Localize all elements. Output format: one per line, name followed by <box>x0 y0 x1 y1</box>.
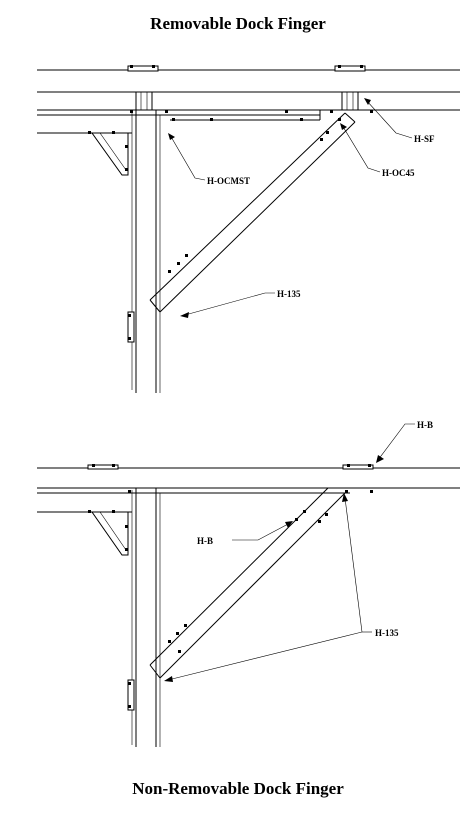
label-h-135-top: H-135 <box>277 289 301 299</box>
label-h-ocmst: H-OCMST <box>207 176 250 186</box>
label-h-b-top: H-B <box>417 420 433 430</box>
label-h-oc45: H-OC45 <box>382 168 415 178</box>
title-non-removable: Non-Removable Dock Finger <box>132 779 344 798</box>
title-removable: Removable Dock Finger <box>150 14 326 33</box>
non-removable-finger-drawing <box>37 423 460 747</box>
label-h-b-mid: H-B <box>197 536 213 546</box>
removable-finger-drawing <box>37 65 460 393</box>
label-h-sf: H-SF <box>414 134 435 144</box>
label-h-135-bottom: H-135 <box>375 628 399 638</box>
